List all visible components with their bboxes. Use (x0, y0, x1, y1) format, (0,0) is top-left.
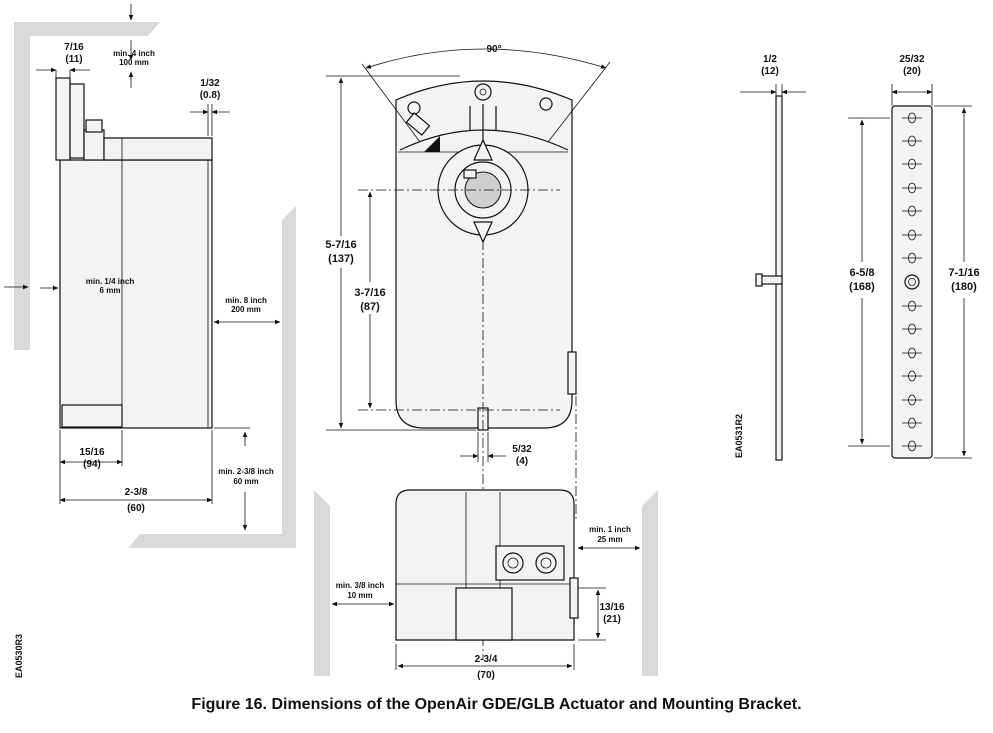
bracket-hole (902, 205, 922, 217)
bottom-depth-dim-inch: 13/16 (599, 602, 624, 613)
slot-dim-inch: 5/32 (512, 444, 532, 455)
bracket-front-view: 25/32 (20) 6-5/8 (168) 7-1 (848, 54, 980, 459)
bracket-hole (902, 135, 922, 147)
bracket-center-hole (904, 274, 920, 290)
bottom-width-dim-mm: (70) (477, 670, 495, 681)
angle-label: 90° (486, 44, 501, 55)
screw-icon (405, 112, 431, 136)
bottom-left-clearance-inch: min. 3/8 inch (336, 581, 385, 590)
bracket-width-mm: (20) (903, 66, 921, 77)
left-side-view: 7/16 (11) min. 4 inch 100 mm 1/32 (0.8) … (4, 4, 296, 678)
left-top-dim-mm: (11) (65, 54, 82, 65)
left-width-dim-mm: (60) (127, 503, 145, 514)
left-side-clearance-inch: min. 1/4 inch (86, 277, 135, 286)
left-drawing-code: EA0530R3 (14, 634, 24, 678)
actuator-front-body (395, 80, 573, 429)
left-top-clearance-inch: min. 4 inch (113, 49, 155, 58)
bracket-side-view: 1/2 (12) EA0531R2 (734, 54, 806, 461)
bracket-drawing-code: EA0531R2 (734, 414, 744, 458)
left-wall (14, 22, 160, 350)
bottom-left-clearance-mm: 10 mm (347, 591, 372, 600)
left-base-dim-mm: (94) (83, 459, 101, 470)
bottom-view: min. 1 inch 25 mm min. 3/8 inch 10 mm 13… (314, 489, 658, 681)
bracket-front-plate (891, 105, 933, 459)
bracket-hole (902, 229, 922, 241)
left-side-clearance-mm: 6 mm (100, 286, 121, 295)
slot-dim-mm: (4) (516, 456, 528, 467)
bracket-hole (902, 182, 922, 194)
height-dim-mm: (137) (328, 253, 354, 265)
bracket-hole (902, 440, 922, 452)
bracket-hole-span-mm: (168) (849, 281, 875, 293)
left-right-clearance-mm: 200 mm (231, 305, 261, 314)
bracket-length-mm: (180) (951, 281, 977, 293)
bottom-right-clearance-inch: min. 1 inch (589, 525, 631, 534)
shaft-adapter (437, 138, 529, 244)
bracket-width-inch: 25/32 (899, 54, 924, 65)
shaft-dim-mm: (87) (360, 301, 380, 313)
bottom-right-wall (642, 490, 658, 676)
left-bottom-clearance-mm: 60 mm (233, 477, 258, 486)
left-top-clearance-mm: 100 mm (119, 58, 149, 67)
left-width-dim-inch: 2-3/8 (125, 487, 148, 498)
bracket-hole (902, 370, 922, 382)
bracket-hole (902, 300, 922, 312)
bracket-hole (902, 417, 922, 429)
bracket-hole (902, 158, 922, 170)
bracket-holes (902, 112, 922, 452)
bracket-hole (902, 252, 922, 264)
bottom-depth-dim-mm: (21) (603, 614, 621, 625)
left-bottom-clearance-inch: min. 2-3/8 inch (218, 467, 274, 476)
bracket-length-inch: 7-1/16 (948, 267, 979, 279)
bracket-thickness-mm: (12) (761, 66, 779, 77)
bracket-thickness-inch: 1/2 (763, 54, 777, 65)
bracket-hole (902, 112, 922, 124)
left-top-dim-inch: 7/16 (64, 42, 84, 53)
bracket-hole (902, 323, 922, 335)
bracket-hole-span-inch: 6-5/8 (849, 267, 874, 279)
shaft-dim-inch: 3-7/16 (354, 287, 385, 299)
left-base-dim-inch: 15/16 (79, 447, 104, 458)
bottom-right-clearance-mm: 25 mm (597, 535, 622, 544)
height-dim-inch: 5-7/16 (325, 239, 356, 251)
actuator-bottom-body (395, 489, 575, 641)
bracket-hole (902, 394, 922, 406)
bottom-width-dim-inch: 2-3/4 (475, 654, 498, 665)
left-gap-dim-mm: (0.8) (200, 90, 221, 101)
figure-caption: Figure 16. Dimensions of the OpenAir GDE… (191, 696, 802, 713)
bracket-hole (902, 347, 922, 359)
cable-entries (495, 545, 565, 581)
actuator-side-body (59, 159, 213, 429)
left-right-clearance-inch: min. 8 inch (225, 296, 267, 305)
left-gap-dim-inch: 1/32 (200, 78, 220, 89)
center-front-view: 90° 5-7/16 (137) 3-7/16 (87) 5/32 (4) (325, 44, 611, 660)
bottom-left-wall (314, 490, 330, 676)
